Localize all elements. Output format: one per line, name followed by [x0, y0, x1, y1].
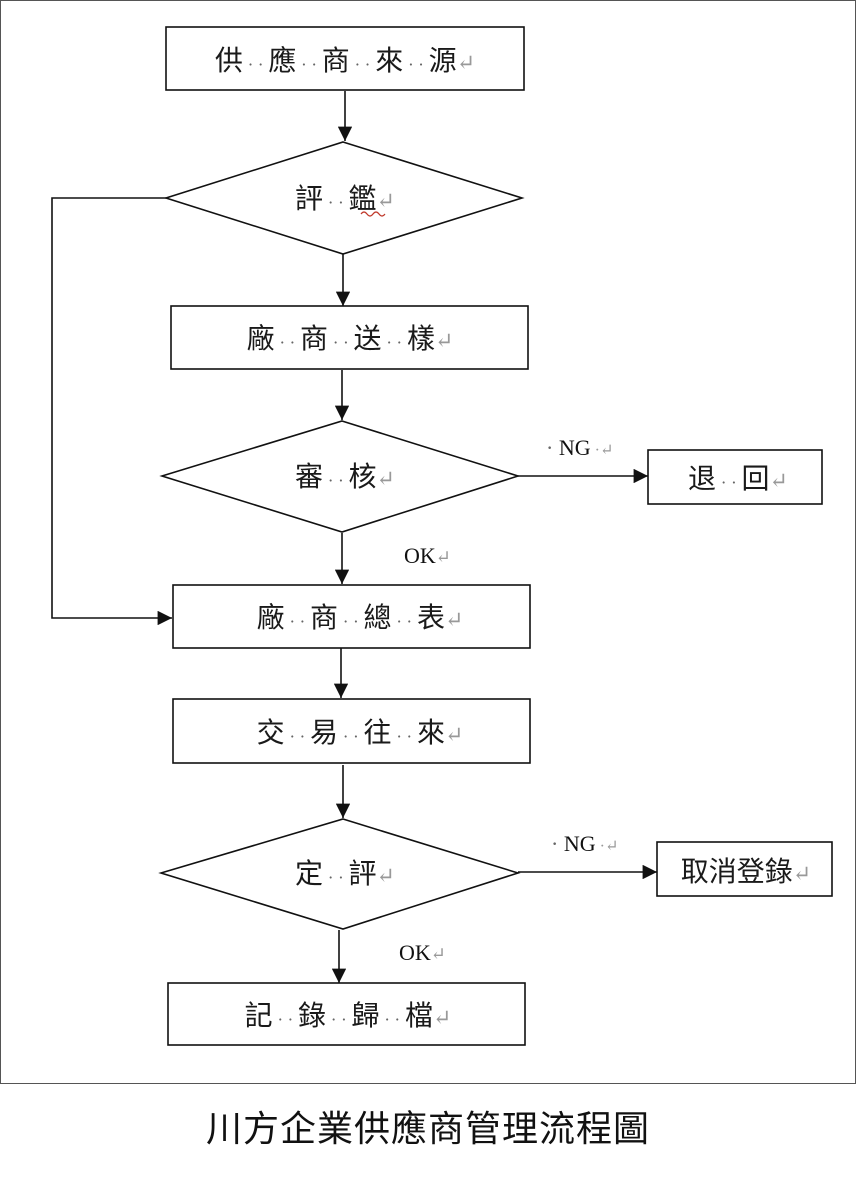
- space-marker: · ·: [273, 1010, 298, 1029]
- node-char: 廠: [247, 322, 275, 355]
- edge-label-review-ng: · NG ·↵: [546, 435, 613, 460]
- node-char: 往: [364, 716, 392, 749]
- node-char: 交: [257, 716, 285, 749]
- node-return-label: 退 · · 回↵: [688, 462, 788, 495]
- node-vendor-sample-label: 廠 · · 商 · · 送 · · 樣↵: [247, 322, 454, 355]
- node-vendor-master-list-label: 廠 · · 商 · · 總 · · 表↵: [257, 601, 464, 634]
- paragraph-mark: ↵: [793, 862, 811, 887]
- paragraph-mark: ↵: [457, 51, 475, 76]
- node-periodic-review-label: 定 · · 評↵: [295, 857, 395, 890]
- paragraph-mark: ↵: [770, 469, 788, 494]
- node-char: 取消登錄: [681, 855, 793, 888]
- node-evaluation-label: 評 · · 鑑↵: [295, 182, 395, 215]
- node-char: 源: [429, 44, 457, 77]
- space-marker: · ·: [285, 612, 310, 631]
- node-cancel-registration: 取消登錄↵: [656, 841, 833, 897]
- node-char: 來: [417, 716, 445, 749]
- node-char: 供: [215, 44, 243, 77]
- node-transactions-label: 交 · · 易 · · 往 · · 來↵: [257, 716, 464, 749]
- space-marker: · ·: [350, 55, 375, 74]
- node-char: 評: [349, 857, 377, 890]
- node-char: 來: [375, 44, 403, 77]
- space-marker: · ·: [380, 1010, 405, 1029]
- flowchart: 供 · · 應 · · 商 · · 來 · · 源↵ 評 · · 鑑↵ 廠 · …: [51, 26, 833, 1046]
- edge-label-periodic-ng: · NG ·↵: [551, 831, 618, 856]
- node-char: 商: [310, 601, 338, 634]
- space-marker: · ·: [296, 55, 321, 74]
- node-char: 易: [310, 716, 338, 749]
- paragraph-mark: ↵: [433, 1006, 451, 1031]
- node-char: 記: [245, 999, 273, 1032]
- node-vendor-master-list: 廠 · · 商 · · 總 · · 表↵: [172, 584, 531, 649]
- node-record-archive-label: 記 · · 錄 · · 歸 · · 檔↵: [245, 999, 452, 1032]
- space-marker: · ·: [338, 727, 363, 746]
- node-char: 回: [742, 462, 770, 495]
- node-supplier-source-label: 供 · · 應 · · 商 · · 來 · · 源↵: [215, 44, 475, 77]
- edge-labels: · NG ·↵ OK↵ · NG ·↵ OK↵: [399, 435, 618, 965]
- edge-evaluation-bypass-to-master: [51, 197, 172, 626]
- node-return: 退 · · 回↵: [647, 449, 823, 505]
- paragraph-mark: ↵: [435, 329, 453, 354]
- space-marker: · ·: [338, 612, 363, 631]
- node-char: 審: [295, 460, 323, 493]
- paragraph-mark: ↵: [445, 723, 463, 748]
- space-marker: · ·: [392, 612, 417, 631]
- node-char: 送: [354, 322, 382, 355]
- node-record-archive: 記 · · 錄 · · 歸 · · 檔↵: [167, 982, 526, 1046]
- space-marker: · ·: [285, 727, 310, 746]
- node-transactions: 交 · · 易 · · 往 · · 來↵: [172, 698, 531, 764]
- space-marker: · ·: [403, 55, 428, 74]
- node-char: 檔: [405, 999, 433, 1032]
- edge-label-review-ok: OK↵: [404, 543, 451, 568]
- node-char: 商: [300, 322, 328, 355]
- space-marker: · ·: [323, 193, 348, 212]
- space-marker: · ·: [328, 333, 353, 352]
- space-marker: · ·: [326, 1010, 351, 1029]
- edge-label-periodic-ok: OK↵: [399, 940, 446, 965]
- node-char: 樣: [407, 322, 435, 355]
- node-char: 退: [688, 462, 716, 495]
- space-marker: · ·: [243, 55, 268, 74]
- space-marker: · ·: [382, 333, 407, 352]
- node-char: 應: [268, 44, 296, 77]
- node-review-label: 審 · · 核↵: [295, 460, 395, 493]
- node-char: 表: [417, 601, 445, 634]
- node-char: 錄: [298, 999, 326, 1032]
- node-supplier-source: 供 · · 應 · · 商 · · 來 · · 源↵: [165, 26, 525, 91]
- space-marker: · ·: [275, 333, 300, 352]
- paragraph-mark: ↵: [377, 467, 395, 492]
- space-marker: · ·: [716, 473, 741, 492]
- paragraph-mark: ↵: [377, 189, 395, 214]
- node-vendor-sample: 廠 · · 商 · · 送 · · 樣↵: [170, 305, 529, 370]
- paragraph-mark: ↵: [445, 608, 463, 633]
- space-marker: · ·: [392, 727, 417, 746]
- connectors: [51, 91, 657, 983]
- node-char: 總: [364, 601, 392, 634]
- space-marker: · ·: [323, 471, 348, 490]
- spellcheck-underline: [360, 211, 386, 217]
- node-char: 商: [322, 44, 350, 77]
- node-char: 廠: [257, 601, 285, 634]
- node-evaluation: 評 · · 鑑↵: [163, 141, 525, 255]
- node-review: 審 · · 核↵: [159, 420, 521, 533]
- node-char: 鑑: [349, 182, 377, 215]
- space-marker: · ·: [323, 868, 348, 887]
- paragraph-mark: ↵: [377, 864, 395, 889]
- figure-caption: 川方企業供應商管理流程圖: [205, 1109, 650, 1150]
- node-char: 定: [295, 857, 323, 890]
- node-periodic-review: 定 · · 評↵: [158, 818, 521, 930]
- node-char: 評: [295, 182, 323, 215]
- node-char: 歸: [352, 999, 380, 1032]
- node-cancel-registration-label: 取消登錄↵: [681, 855, 811, 888]
- node-char: 核: [349, 460, 377, 493]
